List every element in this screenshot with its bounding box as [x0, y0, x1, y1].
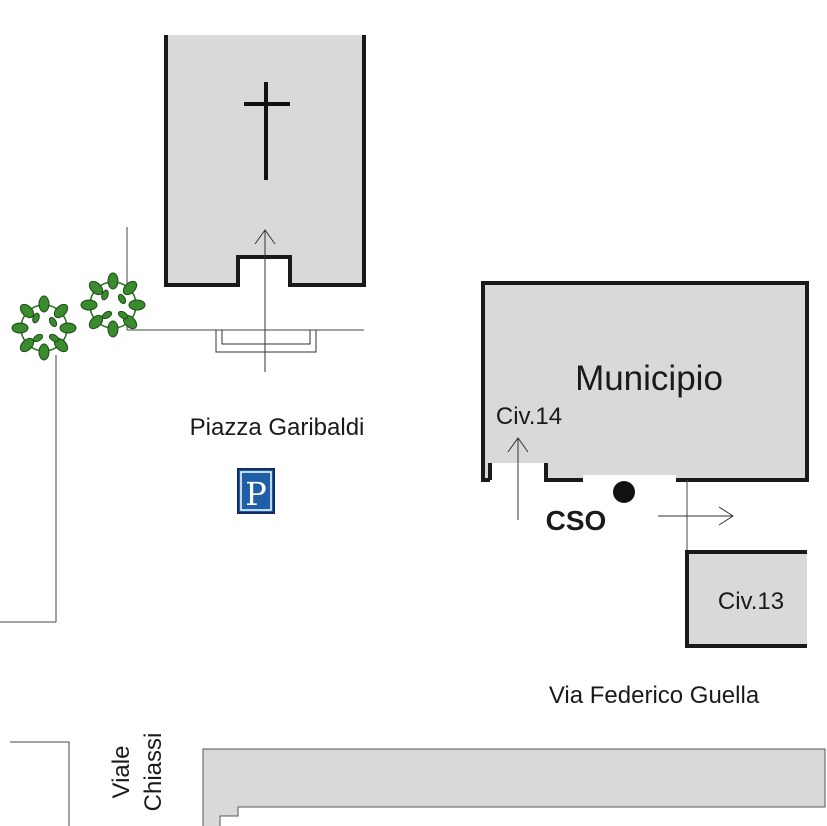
civ13-building	[685, 550, 807, 648]
municipio-building	[481, 281, 809, 482]
viale-label-line1: Viale	[108, 746, 135, 799]
viale-label-line2: Chiassi	[140, 733, 167, 812]
street-label-viale-chiassi: Viale Chiassi	[108, 733, 167, 812]
tree-icon	[11, 295, 77, 361]
civ14-entrance-arrow-icon	[507, 437, 529, 520]
side-street-arrow-icon	[658, 506, 734, 526]
location-dot-icon	[613, 481, 635, 503]
bottom-building	[202, 748, 826, 826]
civ13-label: Civ.13	[718, 588, 784, 615]
parking-icon: P	[237, 468, 275, 514]
church-entrance-arrow-icon	[254, 229, 276, 372]
street-label-via-federico-guella: Via Federico Guella	[549, 682, 760, 709]
civ14-label: Civ.14	[496, 403, 562, 430]
parking-letter: P	[245, 475, 267, 513]
piazza-label: Piazza Garibaldi	[190, 414, 365, 441]
municipio-label: Municipio	[575, 359, 723, 398]
cross-icon	[244, 82, 290, 180]
cso-label: CSO	[546, 505, 607, 536]
tree-icon	[80, 272, 146, 338]
